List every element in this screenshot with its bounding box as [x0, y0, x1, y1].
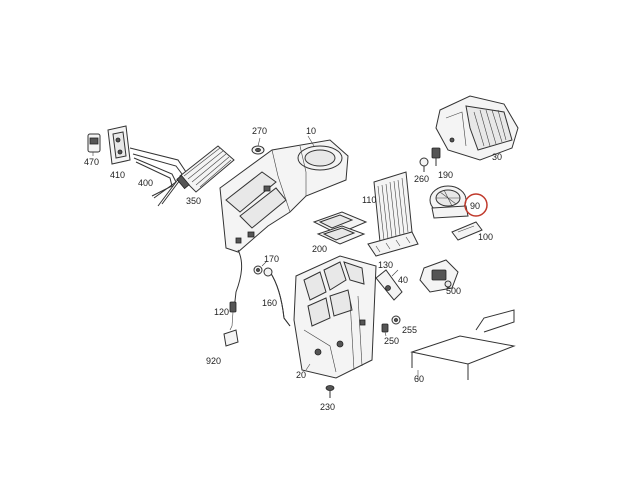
- label-20: 20: [296, 370, 306, 380]
- part-40: [375, 269, 403, 301]
- label-10: 10: [306, 126, 316, 136]
- part-120: [229, 249, 243, 327]
- part-920: [223, 325, 239, 347]
- part-250: [381, 323, 389, 337]
- part-200: [312, 211, 368, 245]
- label-260: 260: [414, 174, 429, 184]
- label-130: 130: [378, 260, 393, 270]
- label-60: 60: [414, 374, 424, 384]
- part-410: [107, 125, 131, 165]
- label-270: 270: [252, 126, 267, 136]
- label-500: 500: [446, 286, 461, 296]
- label-250: 250: [384, 336, 399, 346]
- label-400: 400: [138, 178, 153, 188]
- label-230: 230: [320, 402, 335, 412]
- label-160: 160: [262, 298, 277, 308]
- label-920: 920: [206, 356, 221, 366]
- label-100: 100: [478, 232, 493, 242]
- part-160: [263, 267, 291, 327]
- part-130: [367, 231, 419, 257]
- label-120: 120: [214, 307, 229, 317]
- part-30: [435, 95, 519, 161]
- part-255: [391, 315, 401, 325]
- part-20: [293, 255, 377, 379]
- label-410: 410: [110, 170, 125, 180]
- label-40: 40: [398, 275, 408, 285]
- part-100: [451, 221, 483, 241]
- part-110: [373, 171, 413, 243]
- label-110: 110: [362, 195, 376, 205]
- part-90: [429, 185, 469, 219]
- part-400: [129, 147, 187, 207]
- part-60: [410, 309, 516, 380]
- part-500: [419, 259, 459, 293]
- part-190: [431, 147, 441, 166]
- part-350: [176, 145, 235, 193]
- label-90: 90: [470, 201, 480, 211]
- label-170: 170: [264, 254, 279, 264]
- label-470: 470: [84, 157, 99, 167]
- label-30: 30: [492, 152, 502, 162]
- label-350: 350: [186, 196, 201, 206]
- part-260: [419, 157, 429, 172]
- part-10: [219, 135, 349, 253]
- label-200: 200: [312, 244, 327, 254]
- label-255: 255: [402, 325, 417, 335]
- label-190: 190: [438, 170, 453, 180]
- part-470: [87, 133, 101, 156]
- part-270: [251, 137, 265, 155]
- callout-circle-90: [464, 193, 488, 217]
- part-230: [325, 385, 335, 398]
- part-170: [253, 261, 267, 275]
